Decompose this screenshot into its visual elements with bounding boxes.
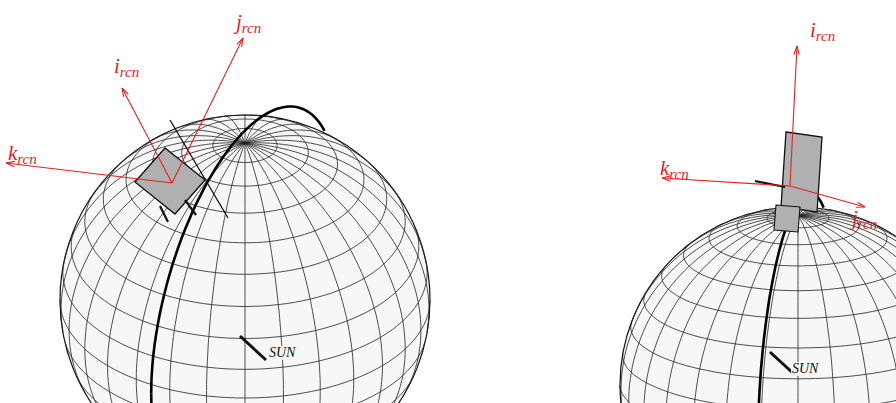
orbit-path — [151, 107, 324, 394]
meridian-line — [644, 216, 798, 403]
meridian-line — [245, 136, 368, 162]
axis-label: jrcn — [852, 208, 877, 232]
meridian-line — [245, 143, 421, 396]
orbit-path — [151, 394, 225, 403]
axis-letter: j — [852, 206, 858, 230]
meridian-line — [207, 143, 246, 403]
axis-line — [790, 46, 797, 186]
latitude-line — [798, 293, 896, 348]
meridian-line — [245, 143, 383, 403]
thruster — [160, 206, 168, 222]
latitude-line — [245, 378, 413, 403]
meridian-line — [64, 143, 245, 263]
meridian-line — [245, 143, 246, 403]
meridian-line — [245, 143, 405, 403]
axis-letter: k — [8, 141, 17, 165]
axis-letter: i — [114, 54, 120, 78]
latitude-line — [620, 385, 798, 403]
axis-letter: i — [810, 18, 816, 42]
axis-subscript: rcn — [858, 216, 877, 232]
latitude-line — [631, 322, 798, 379]
thruster — [185, 200, 196, 215]
axis-label: krcn — [660, 158, 689, 182]
sun-sphere — [60, 115, 430, 403]
sun-label: SUN — [791, 362, 819, 376]
latitude-line — [245, 300, 430, 398]
sun-sphere — [620, 207, 896, 403]
axis-label: ircn — [114, 56, 139, 80]
meridian-line — [245, 143, 426, 263]
axis-letter: j — [236, 10, 242, 34]
meridian-line — [245, 143, 284, 403]
latitude-line — [644, 293, 798, 348]
axis-letter: k — [660, 156, 669, 180]
latitude-line — [798, 265, 896, 318]
latitude-line — [77, 378, 245, 403]
axis-subscript: rcn — [669, 166, 688, 182]
latitude-line — [245, 191, 405, 306]
latitude-line — [245, 162, 387, 275]
axis-subscript: rcn — [816, 28, 835, 44]
meridian-line — [798, 216, 896, 328]
arrow-head — [122, 88, 128, 97]
axis-line — [122, 88, 172, 183]
spacecraft-body — [781, 132, 822, 212]
latitude-line — [798, 353, 896, 403]
latitude-line — [684, 243, 798, 291]
sun-label: SUN — [268, 346, 296, 360]
axis-line — [790, 186, 865, 207]
sun-marker — [240, 336, 266, 360]
meridian-line — [245, 143, 320, 403]
axis-label: ircn — [810, 20, 835, 44]
latitude-line — [798, 385, 896, 403]
latitude-line — [245, 263, 427, 370]
sun-text: SUN — [269, 345, 295, 360]
meridian-line — [245, 143, 429, 332]
axis-subscript: rcn — [120, 64, 139, 80]
axis-label: krcn — [8, 143, 37, 167]
meridian-line — [798, 215, 896, 255]
orbit-path — [758, 193, 824, 403]
sun-text: SUN — [792, 361, 818, 376]
meridian-line — [245, 130, 337, 143]
latitude-line — [245, 227, 419, 338]
axis-label: jrcn — [236, 12, 261, 36]
axis-subscript: rcn — [242, 20, 261, 36]
axis-subscript: rcn — [17, 151, 36, 167]
meridian-line — [245, 124, 309, 143]
meridian-line — [61, 143, 245, 332]
meridian-line — [108, 143, 246, 403]
spacecraft-body — [135, 148, 205, 214]
axis-line — [172, 38, 243, 183]
meridian-line — [630, 216, 798, 328]
meridian-line — [245, 140, 400, 199]
spacecraft-base — [774, 205, 800, 232]
meridian-line — [666, 216, 798, 403]
arrow-head — [237, 38, 243, 47]
arrow-head — [794, 46, 799, 55]
